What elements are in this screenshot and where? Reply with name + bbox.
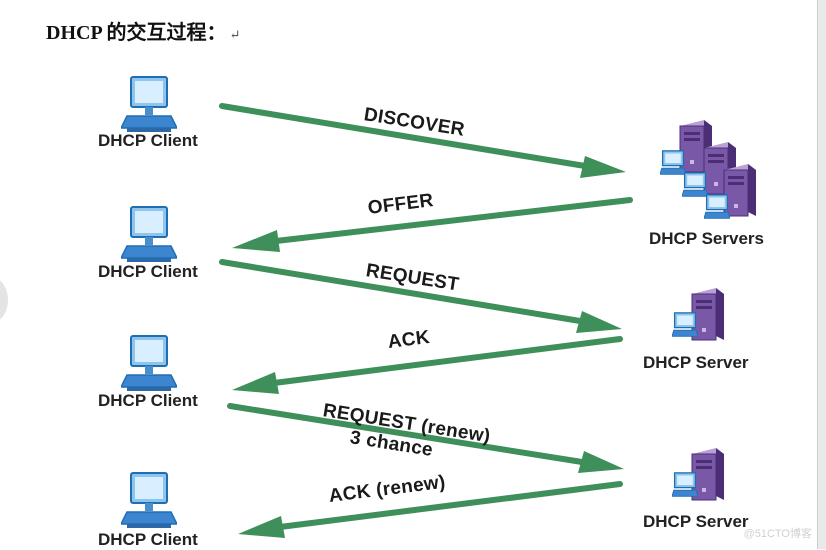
title-text: DHCP 的交互过程：: [46, 22, 227, 44]
request-renew-arrow: [227, 403, 624, 473]
client-computer-icon-2: [121, 206, 177, 263]
watermark: @51CTO博客: [743, 528, 812, 540]
client-label-2: DHCP Client: [98, 262, 198, 281]
server-label-1: DHCP Server: [643, 353, 749, 372]
return-mark: ↵: [229, 27, 241, 42]
client-computer-icon-1: [121, 76, 177, 133]
client-computer-icon-4: [121, 472, 177, 529]
scrollbar[interactable]: [817, 0, 826, 549]
page-title: DHCP 的交互过程：↵: [46, 16, 240, 45]
client-label-1: DHCP Client: [98, 131, 198, 150]
ack-renew-arrow: [238, 481, 623, 538]
ack-arrow: [232, 336, 623, 394]
client-label-4: DHCP Client: [98, 530, 198, 549]
servers-cluster-icon: [660, 119, 757, 219]
offer-arrow: [232, 197, 633, 252]
server-icon-2: [672, 447, 725, 501]
client-label-3: DHCP Client: [98, 391, 198, 410]
servers-label: DHCP Servers: [649, 229, 764, 248]
discover-arrow: [219, 103, 626, 178]
client-computer-icon-3: [121, 335, 177, 392]
scroll-handle[interactable]: [0, 278, 8, 322]
server-label-2: DHCP Server: [643, 512, 749, 531]
request-arrow: [219, 259, 622, 333]
server-icon-1: [672, 287, 725, 341]
